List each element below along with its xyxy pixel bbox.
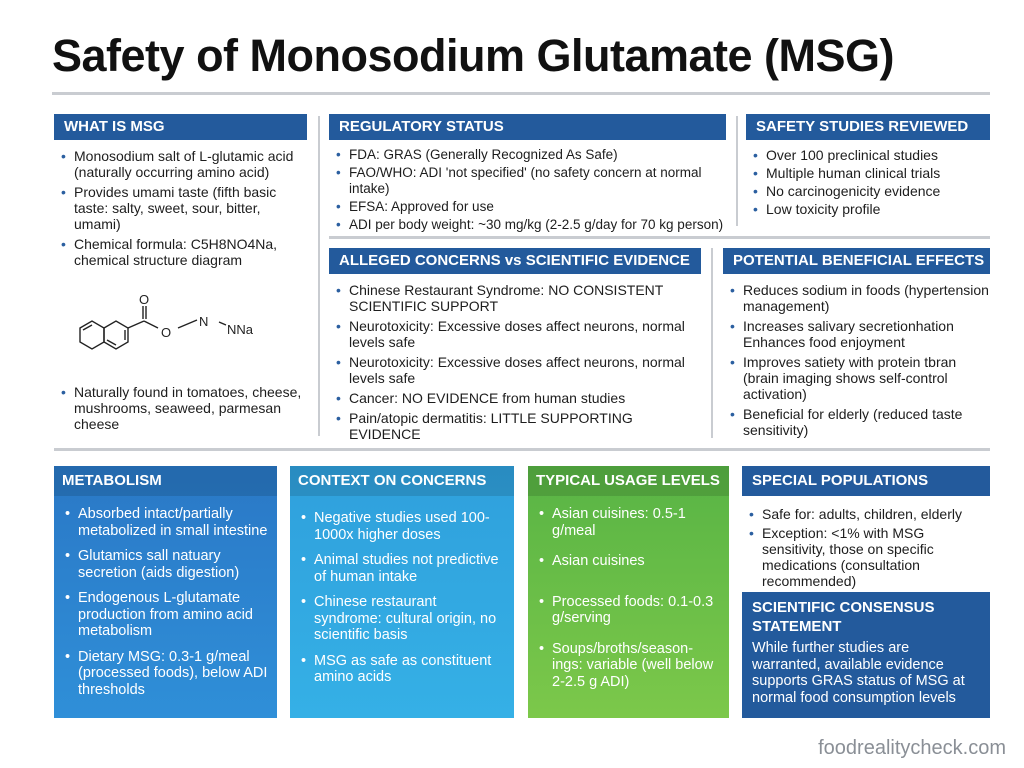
typical-usage-heading: TYPICAL USAGE LEVELS [528,466,729,496]
column-divider [318,116,320,436]
context-on-concerns-heading: CONTEXT ON CONCERNS [290,466,514,496]
title-divider [52,92,990,95]
what-is-msg-panel: WHAT IS MSG Monosodium salt of L-glutami… [54,114,307,272]
metabolism-list: Absorbed intact/partially metabolized in… [54,496,277,698]
section-divider [54,448,990,451]
list-item: Endogenous L-glutamate production from a… [58,590,271,640]
list-item: No carcinogenicity evidence [746,183,990,199]
list-item: Provides umami taste (fifth basic taste:… [54,184,307,232]
special-populations-panel: SPECIAL POPULATIONS Safe for: adults, ch… [742,466,990,592]
scientific-consensus-text: While further studies are warranted, ava… [752,640,965,706]
list-item: EFSA: Approved for use [329,199,726,215]
safety-studies-list: Over 100 preclinical studies Multiple hu… [746,147,990,217]
what-is-msg-heading: WHAT IS MSG [54,114,307,140]
list-item: Beneficial for elderly (reduced taste se… [723,406,990,438]
list-item: Absorbed intact/partially metabolized in… [58,506,271,539]
list-item: Chemical formula: C5H8NO4Na, chemical st… [54,236,307,268]
scientific-consensus-panel: SCIENTIFIC CONSENSUS STATEMENT While fur… [742,592,990,718]
column-divider [711,248,713,438]
list-item: Safe for: adults, children, elderly [742,506,990,522]
list-item: Soups/broths/season-ings: variable (well… [532,641,723,691]
alleged-concerns-heading: ALLEGED CONCERNS vs SCIENTIFIC EVIDENCE [329,248,701,274]
list-item: Increases salivary secretionhation Enhan… [723,318,990,350]
list-item: Negative studies used 100-1000x higher d… [294,510,508,543]
list-item: Exception: <1% with MSG sensitivity, tho… [742,525,990,589]
column-divider [736,116,738,226]
list-item: Naturally found in tomatoes, cheese, mus… [54,384,307,432]
list-item: Animal studies not predictive of human i… [294,552,508,585]
nitrogen-label: N [199,314,208,329]
list-item: Monosodium salt of L-glutamic acid (natu… [54,148,307,180]
nna-label: NNa [227,322,254,337]
typical-usage-list: Asian cuisines: 0.5-1 g/meal Asian cuisi… [528,496,729,690]
list-item: Chinese Restaurant Syndrome: NO CONSISTE… [329,282,701,314]
regulatory-status-panel: REGULATORY STATUS FDA: GRAS (Generally R… [329,114,726,235]
list-item: Reduces sodium in foods (hypertension ma… [723,282,990,314]
list-item: MSG as safe as constituent amino acids [294,653,508,686]
oxygen-label: O [139,292,149,307]
regulatory-status-heading: REGULATORY STATUS [329,114,726,140]
special-populations-heading: SPECIAL POPULATIONS [742,466,990,496]
metabolism-panel: METABOLISM Absorbed intact/partially met… [54,466,277,718]
list-item: Glutamics sall natuary secretion (aids d… [58,548,271,581]
list-item: Asian cuisines [532,553,723,570]
list-item: Asian cuisines: 0.5-1 g/meal [532,506,723,539]
safety-studies-heading: SAFETY STUDIES REVIEWED [746,114,990,140]
list-item: Over 100 preclinical studies [746,147,990,163]
list-item: Neurotoxicity: Excessive doses affect ne… [329,318,701,350]
list-item: Processed foods: 0.1-0.3 g/serving [532,594,723,627]
list-item: ADI per body weight: ~30 mg/kg (2-2.5 g/… [329,217,726,233]
what-is-msg-sources: Naturally found in tomatoes, cheese, mus… [54,384,307,436]
typical-usage-panel: TYPICAL USAGE LEVELS Asian cuisines: 0.5… [528,466,729,718]
oxygen-label-2: O [161,325,171,340]
regulatory-status-list: FDA: GRAS (Generally Recognized As Safe)… [329,147,726,233]
msg-structure-diagram: O O N NNa [79,292,254,350]
list-item: Chinese restaurant syndrome: cultural or… [294,594,508,644]
list-item: Cancer: NO EVIDENCE from human studies [329,390,701,406]
what-is-msg-list: Monosodium salt of L-glutamic acid (natu… [54,148,307,268]
metabolism-heading: METABOLISM [54,466,277,496]
context-on-concerns-list: Negative studies used 100-1000x higher d… [290,496,514,686]
page-title: Safety of Monosodium Glutamate (MSG) [52,30,895,81]
beneficial-effects-heading: POTENTIAL BENEFICIAL EFFECTS [723,248,990,274]
list-item: Low toxicity profile [746,201,990,217]
list-item: Improves satiety with protein tbran (bra… [723,354,990,402]
list-item: FAO/WHO: ADI 'not specified' (no safety … [329,165,726,197]
safety-studies-panel: SAFETY STUDIES REVIEWED Over 100 preclin… [746,114,990,219]
source-watermark: foodrealitycheck.com [818,737,1006,759]
alleged-concerns-panel: ALLEGED CONCERNS vs SCIENTIFIC EVIDENCE … [329,248,701,446]
scientific-consensus-heading: SCIENTIFIC CONSENSUS STATEMENT [752,599,935,635]
list-item: Neurotoxicity: Excessive doses affect ne… [329,354,701,386]
beneficial-effects-panel: POTENTIAL BENEFICIAL EFFECTS Reduces sod… [723,248,990,442]
alleged-concerns-list: Chinese Restaurant Syndrome: NO CONSISTE… [329,282,701,442]
section-divider [329,236,990,239]
beneficial-effects-list: Reduces sodium in foods (hypertension ma… [723,282,990,438]
list-item: Dietary MSG: 0.3-1 g/meal (processed foo… [58,649,271,699]
list-item: Multiple human clinical trials [746,165,990,181]
special-populations-list: Safe for: adults, children, elderly Exce… [742,506,990,589]
context-on-concerns-panel: CONTEXT ON CONCERNS Negative studies use… [290,466,514,718]
list-item: Pain/atopic dermatitis: LITTLE SUPPORTIN… [329,410,701,442]
list-item: FDA: GRAS (Generally Recognized As Safe) [329,147,726,163]
